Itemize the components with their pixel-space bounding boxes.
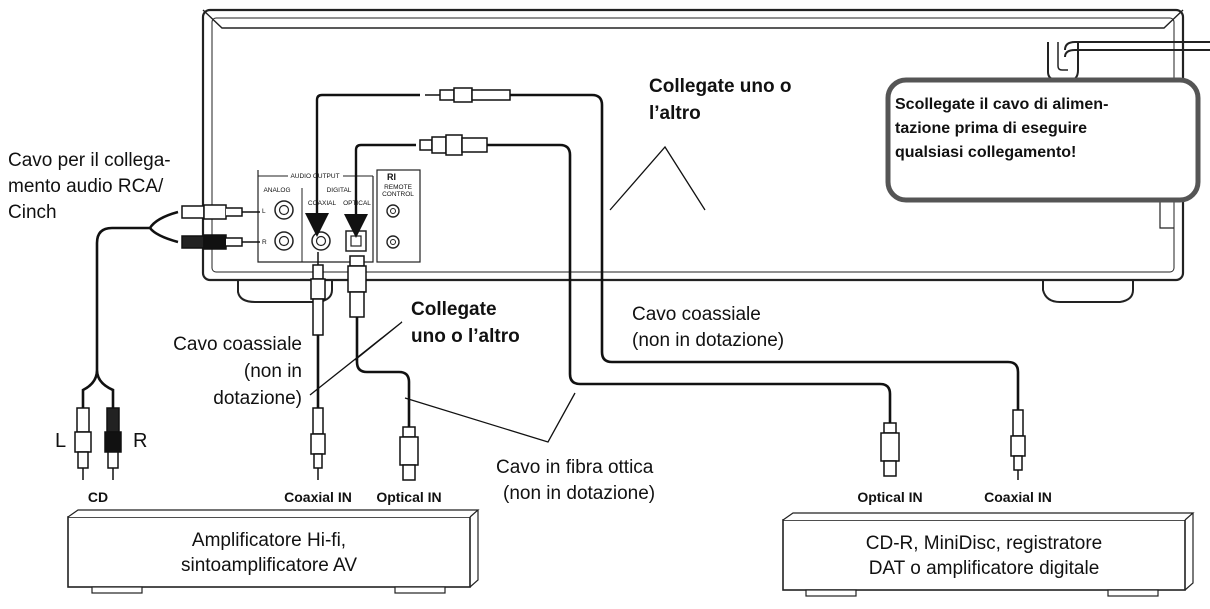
remote-jack-1 — [386, 204, 400, 218]
cables — [81, 93, 1020, 427]
coaxial-plug-top — [425, 87, 511, 103]
cd-input-label: CD — [88, 489, 108, 505]
optical-in-right-label: Optical IN — [857, 489, 922, 505]
optical-out-jack — [345, 230, 367, 252]
coaxial-label: COAXIAL — [308, 200, 337, 207]
warning-callout — [885, 77, 1201, 203]
warning-line-2: tazione prima di eseguire — [895, 120, 1088, 137]
remote-label-2: CONTROL — [382, 191, 414, 198]
optical-in-left-label: Optical IN — [376, 489, 441, 505]
rca-cable-label-3: Cinch — [8, 202, 57, 223]
warning-line-3: qualsiasi collegamento! — [895, 144, 1077, 161]
coaxial-out-jack — [311, 231, 331, 251]
connect-either-top-1: Collegate uno o — [649, 76, 792, 97]
rca-plug-r-panel — [181, 234, 260, 250]
amplifier-label-2: sintoamplificatore AV — [180, 555, 357, 576]
audio-output-label: AUDIO OUTPUT — [290, 173, 339, 180]
recorder-label: CD-R, MiniDisc, registratore DAT o ampli… — [783, 531, 1185, 581]
plug-r-label: R — [133, 430, 147, 452]
connect-either-mid-2: uno o l’altro — [411, 326, 520, 347]
analog-l-jack — [274, 200, 294, 220]
rca-cable-label-2: mento audio RCA/ — [8, 176, 164, 197]
digital-label: DIGITAL — [327, 187, 352, 194]
coaxial-in-right-label: Coaxial IN — [984, 489, 1052, 505]
remote-label-1: REMOTE — [384, 184, 412, 191]
remote-jack-2 — [386, 235, 400, 249]
coaxial-in-left-label: Coaxial IN — [284, 489, 352, 505]
connection-arrows — [305, 93, 420, 238]
analog-r-jack — [274, 231, 294, 251]
optical-plug-panel — [347, 255, 367, 318]
optical-cable-amp — [355, 317, 411, 427]
warning-line-1: Scollegate il cavo di alimen- — [895, 96, 1109, 113]
coax-cable-left-2: (non in — [244, 361, 302, 382]
jack-l-label: L — [262, 208, 266, 215]
plug-l-label: L — [55, 430, 66, 452]
connect-either-mid-1: Collegate — [411, 299, 497, 320]
recorder-device — [782, 512, 1195, 597]
recorder-label-2: DAT o amplificatore digitale — [868, 558, 1100, 579]
connect-either-top-2: l’altro — [649, 103, 701, 124]
rca-stereo-cable — [81, 210, 179, 410]
labels: Cavo per il collega- mento audio RCA/ Ci… — [8, 76, 1052, 505]
optical-cable-recorder — [487, 143, 892, 423]
optical-plug-recorder — [880, 422, 900, 477]
coax-cable-right-1: Cavo coassiale — [632, 304, 761, 325]
coaxial-plug-recorder — [1010, 409, 1026, 480]
optical-cable-1: Cavo in fibra ottica — [496, 457, 654, 478]
rca-cable-label-1: Cavo per il collega- — [8, 150, 171, 171]
coax-cable-left-1: Cavo coassiale — [173, 334, 302, 355]
rca-plug-r-bottom — [104, 407, 122, 480]
optical-cable-2: (non in dotazione) — [503, 483, 655, 504]
analog-label: ANALOG — [263, 187, 290, 194]
coax-cable-right-2: (non in dotazione) — [632, 330, 784, 351]
leader-lines — [309, 145, 706, 443]
coaxial-cable-recorder — [510, 93, 1020, 410]
warning-text: Scollegate il cavo di alimen- tazione pr… — [895, 93, 1195, 165]
amplifier-device — [67, 509, 480, 594]
coaxial-plug-panel — [310, 252, 326, 336]
optical-plug-top — [419, 134, 488, 156]
amplifier-label-1: Amplificatore Hi-fi, — [191, 530, 347, 551]
plugs — [74, 87, 1026, 481]
coax-cable-left-3: dotazione) — [213, 388, 302, 409]
ri-logo: RI — [387, 172, 396, 182]
amplifier-label: Amplificatore Hi-fi, sintoamplificatore … — [68, 528, 470, 578]
optical-plug-amp — [399, 426, 419, 481]
coaxial-plug-amp — [310, 407, 326, 480]
recorder-label-1: CD-R, MiniDisc, registratore — [865, 533, 1103, 554]
rca-plug-l-panel — [181, 204, 260, 220]
rca-plug-l-bottom — [74, 407, 92, 480]
jack-r-label: R — [262, 239, 267, 246]
